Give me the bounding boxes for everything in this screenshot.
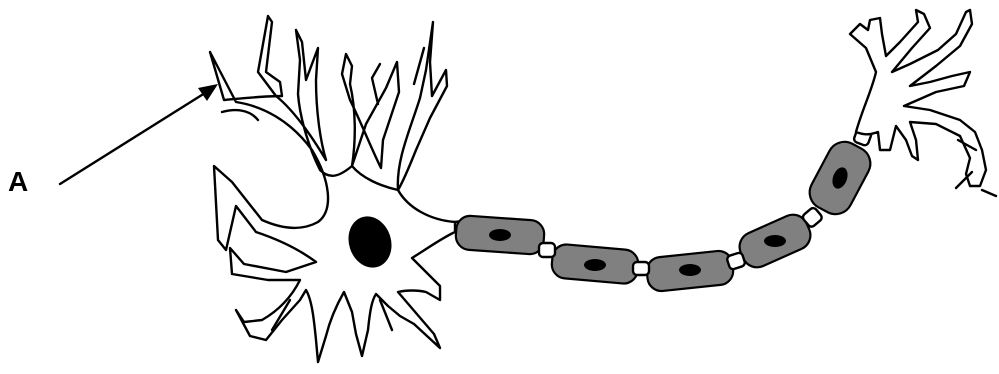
myelin-segment xyxy=(551,243,640,284)
myelin-segment xyxy=(455,215,545,255)
myelin-segment xyxy=(645,250,734,293)
label-a-arrow xyxy=(60,84,218,184)
